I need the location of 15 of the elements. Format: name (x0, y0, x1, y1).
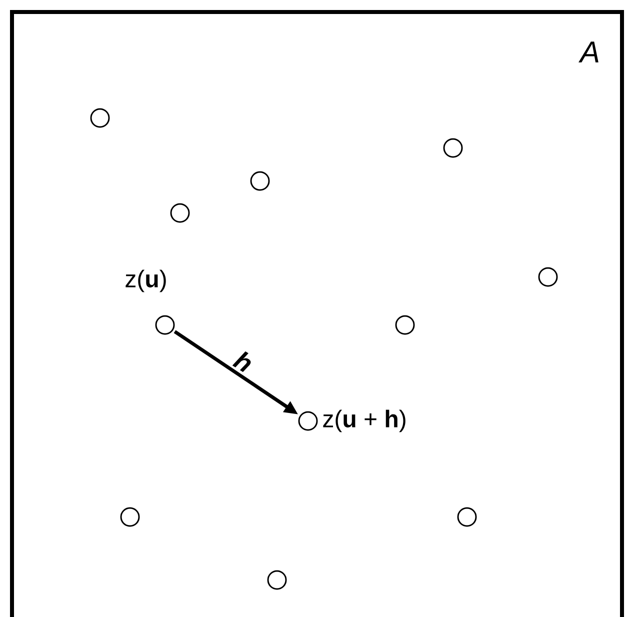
edge-label: h (232, 351, 251, 372)
point-circle (90, 108, 110, 128)
point-circle (267, 570, 287, 590)
point-circle (170, 203, 190, 223)
point-label: z(u + h) (323, 410, 406, 432)
point-circle (457, 507, 477, 527)
point-circle (250, 171, 270, 191)
point-label: z(u) (126, 270, 166, 292)
point-circle (538, 267, 558, 287)
region-label: A (578, 42, 598, 62)
point-circle (298, 411, 318, 431)
point-circle (120, 507, 140, 527)
point-circle (395, 315, 415, 335)
point-circle (155, 315, 175, 335)
point-circle (443, 138, 463, 158)
